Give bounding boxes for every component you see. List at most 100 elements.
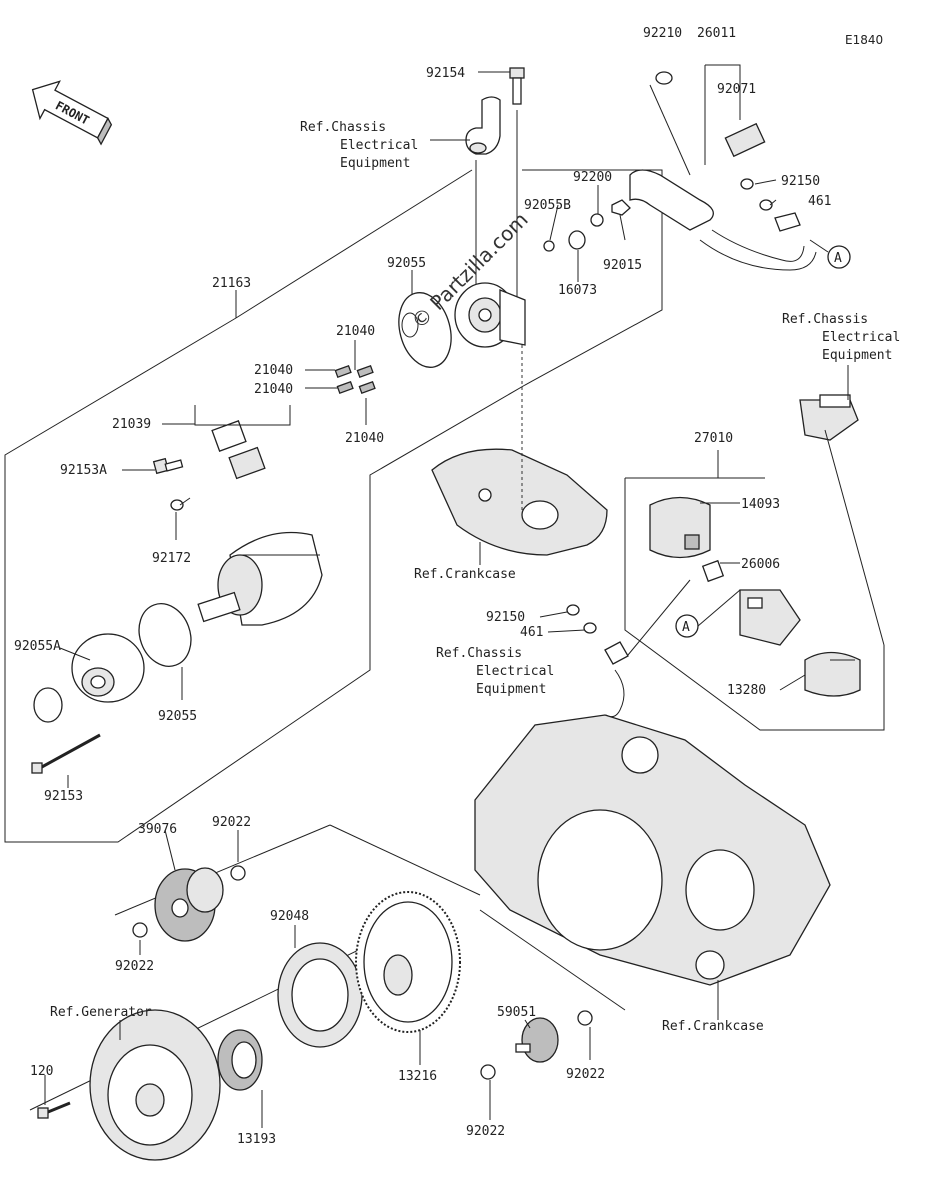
shaft-line xyxy=(114,824,331,916)
generator-rotor xyxy=(89,1009,221,1161)
chassis-cable-mid xyxy=(566,604,629,718)
part-21163: 21163 xyxy=(212,276,251,291)
part-92022-a: 92022 xyxy=(212,815,251,830)
ref-crankcase-bottom: Ref.Crankcase xyxy=(662,1019,764,1034)
bolt-120 xyxy=(37,1101,71,1119)
part-92172: 92172 xyxy=(152,551,191,566)
part-92150-mid: 92150 xyxy=(486,610,525,625)
washer-92022-a xyxy=(230,865,246,881)
frame-line xyxy=(235,169,473,319)
callout-a-label: A xyxy=(834,251,842,266)
bearing-13193 xyxy=(217,1029,263,1091)
part-92055-upper: 92055 xyxy=(387,256,426,271)
part-461-mid: 461 xyxy=(520,625,543,640)
part-92055b: 92055B xyxy=(524,198,571,213)
leader xyxy=(697,589,741,627)
o-ring-92055-lower xyxy=(138,603,192,667)
ref-chassis-top-2: Electrical xyxy=(340,138,418,153)
brush-springs-21040 xyxy=(334,364,376,394)
crankcase-ref-lower xyxy=(474,714,831,986)
part-92071: 92071 xyxy=(717,82,756,97)
bolt-92154 xyxy=(509,67,525,105)
bracket-hole xyxy=(469,142,487,154)
part-13280: 13280 xyxy=(727,683,766,698)
ref-chassis-top-3: Equipment xyxy=(340,156,410,171)
ref-chassis-mid-2: Electrical xyxy=(476,664,554,679)
leader xyxy=(824,429,885,646)
ref-crankcase-top: Ref.Crankcase xyxy=(414,567,516,582)
screw-92172 xyxy=(170,497,191,511)
starter-relay xyxy=(739,589,801,646)
part-21040-a: 21040 xyxy=(336,324,375,339)
part-26011: 26011 xyxy=(697,26,736,41)
breather-pipe-26011 xyxy=(629,71,817,271)
shaft-line xyxy=(329,824,481,896)
part-92022-d: 92022 xyxy=(466,1124,505,1139)
part-39076: 39076 xyxy=(138,822,177,837)
part-92150-top: 92150 xyxy=(781,174,820,189)
part-92210: 92210 xyxy=(643,26,682,41)
part-21040-c: 21040 xyxy=(254,382,293,397)
part-13216: 13216 xyxy=(398,1069,437,1084)
part-14093: 14093 xyxy=(741,497,780,512)
leader xyxy=(627,579,691,656)
part-92048: 92048 xyxy=(270,909,309,924)
part-461-top: 461 xyxy=(808,194,831,209)
diagram-code: E1840 xyxy=(845,33,883,47)
washer-92055b xyxy=(543,240,555,252)
relay-assembly-frame-27010 xyxy=(624,478,885,731)
part-92022-b: 92022 xyxy=(115,959,154,974)
leader xyxy=(809,239,829,253)
washer-92022-c xyxy=(577,1010,593,1026)
callout-a-mid: A xyxy=(675,614,699,638)
part-92200: 92200 xyxy=(573,170,612,185)
relay-cover-14093 xyxy=(649,496,711,559)
label-leaders xyxy=(44,139,855,1128)
washer-92022-b xyxy=(132,922,148,938)
callout-a-label: A xyxy=(682,620,690,635)
leader xyxy=(705,64,741,120)
part-92022-c: 92022 xyxy=(566,1067,605,1082)
ref-chassis-right-2: Electrical xyxy=(822,330,900,345)
gear-59051 xyxy=(515,1017,559,1063)
part-92153a: 92153A xyxy=(60,463,107,478)
front-direction-marker: FRONT xyxy=(31,80,113,146)
washer-92022-d xyxy=(480,1064,496,1080)
part-16073: 16073 xyxy=(558,283,597,298)
part-92154: 92154 xyxy=(426,66,465,81)
part-21040-b: 21040 xyxy=(254,363,293,378)
shaft-line xyxy=(479,909,626,1011)
part-21040-d: 21040 xyxy=(345,431,384,446)
chassis-pipe-bracket xyxy=(465,96,501,155)
o-ring-92055a xyxy=(33,687,63,723)
ref-generator: Ref.Generator xyxy=(50,1005,152,1020)
starter-clutch-gear-13216 xyxy=(355,891,461,1033)
ref-chassis-top-1: Ref.Chassis xyxy=(300,120,386,135)
part-120: 120 xyxy=(30,1064,53,1079)
part-92055-lower: 92055 xyxy=(158,709,197,724)
part-59051: 59051 xyxy=(497,1005,536,1020)
part-27010: 27010 xyxy=(694,431,733,446)
washer xyxy=(401,312,419,338)
bracket-line xyxy=(194,405,291,426)
o-ring-92055-upper xyxy=(398,292,452,368)
part-92015: 92015 xyxy=(603,258,642,273)
ref-chassis-right-1: Ref.Chassis xyxy=(782,312,868,327)
starter-end-cover xyxy=(454,282,526,348)
part-21039: 21039 xyxy=(112,417,151,432)
part-26006: 26006 xyxy=(741,557,780,572)
ref-chassis-right-3: Equipment xyxy=(822,348,892,363)
assembly-frame-21163 xyxy=(4,169,663,843)
bolt-92153 xyxy=(31,733,101,774)
brush-holder-21039 xyxy=(211,420,266,480)
part-92055a: 92055A xyxy=(14,639,61,654)
relay-cover-13280 xyxy=(804,651,861,697)
part-92153: 92153 xyxy=(44,789,83,804)
crankcase-ref-upper xyxy=(431,448,608,556)
starter-front-cover xyxy=(71,633,145,703)
ref-chassis-mid-3: Equipment xyxy=(476,682,546,697)
callout-a-top: A xyxy=(827,245,851,269)
grommet-16073 xyxy=(568,230,586,250)
starter-clutch-92048 xyxy=(277,942,363,1048)
